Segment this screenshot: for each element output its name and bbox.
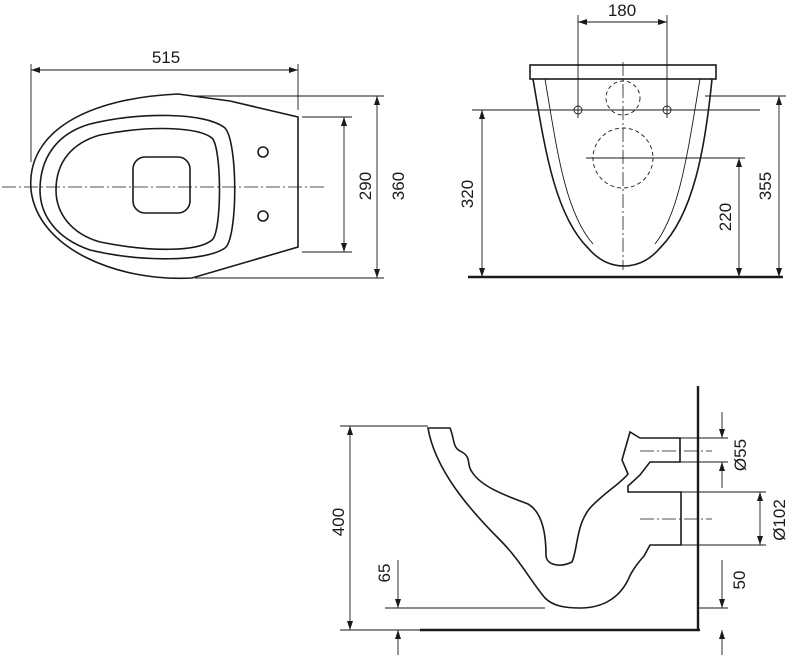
- dim-label-290: 290: [356, 172, 375, 200]
- dim-label-diameter-102: Ø102: [770, 499, 789, 541]
- dim-label-220: 220: [716, 203, 735, 231]
- top-view-bowl-opening: [132, 156, 191, 214]
- side-view: 400 65 Ø55 Ø102 50: [329, 386, 789, 655]
- top-view-outline: [30, 93, 299, 280]
- dim-label-360: 360: [389, 172, 408, 200]
- front-view-bowl-outline: [532, 78, 713, 267]
- dim-label-diameter-55: Ø55: [731, 439, 750, 471]
- top-view-fixing-hole-lower: [257, 210, 269, 222]
- top-view-seat-outer: [39, 114, 236, 260]
- front-view-inner-left-contour: [544, 78, 594, 245]
- front-view: 180 320 220 355: [458, 1, 786, 279]
- dim-label-65: 65: [375, 564, 394, 583]
- dim-label-180: 180: [608, 1, 636, 20]
- top-view: 515 290 360: [2, 48, 408, 280]
- top-view-seat-inner: [55, 127, 221, 251]
- dim-label-355: 355: [756, 172, 775, 200]
- front-view-inner-right-contour: [654, 78, 701, 245]
- dim-label-400: 400: [329, 508, 348, 536]
- dim-label-320: 320: [458, 180, 477, 208]
- dim-label-515: 515: [152, 48, 180, 67]
- side-view-bowl-section: [427, 427, 682, 609]
- top-view-fixing-hole-upper: [257, 146, 269, 158]
- dim-label-50: 50: [730, 571, 749, 590]
